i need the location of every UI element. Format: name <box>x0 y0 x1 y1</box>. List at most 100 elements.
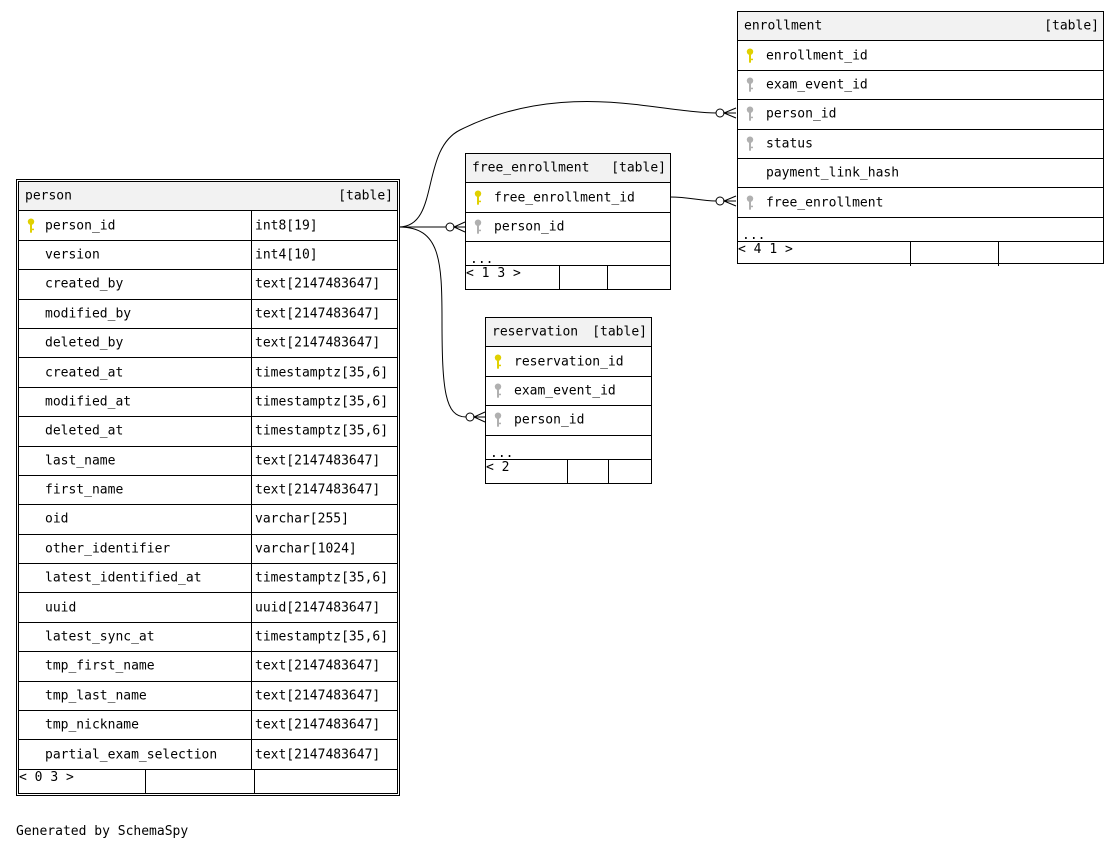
column-row[interactable]: tmp_first_name text[2147483647] <box>19 652 397 682</box>
column-row[interactable]: tmp_last_name text[2147483647] <box>19 681 397 712</box>
column-row[interactable]: oid varchar[255] <box>19 505 397 535</box>
column-name: created_at <box>45 365 124 381</box>
table-kind: [table] <box>611 160 666 176</box>
column-row[interactable]: deleted_by text[2147483647] <box>19 328 397 359</box>
primary-key-icon <box>486 347 506 375</box>
children-count[interactable]: 1 > <box>769 241 793 257</box>
column-name: latest_identified_at <box>45 570 202 586</box>
column-row[interactable]: free_enrollment_id <box>466 183 670 213</box>
column-name: tmp_first_name <box>45 658 155 674</box>
column-name: person_id <box>766 106 837 122</box>
table-name: reservation <box>492 324 579 340</box>
column-type: timestamptz[35,6] <box>255 394 389 410</box>
column-row[interactable]: other_identifier varchar[1024] <box>19 534 397 565</box>
parents-count[interactable]: < 0 <box>19 769 43 785</box>
table-footer: < 0 3 > <box>19 769 397 794</box>
column-type: varchar[1024] <box>255 541 357 557</box>
table-header[interactable]: enrollment [table] <box>738 12 1103 42</box>
table-footer: < 1 3 > <box>466 266 670 291</box>
link-person-enrollment <box>398 100 718 228</box>
column-type: text[2147483647] <box>255 688 381 704</box>
parents-count[interactable]: < 1 <box>466 266 490 282</box>
column-name: exam_event_id <box>766 77 868 93</box>
primary-key-icon <box>19 211 39 239</box>
table-kind: [table] <box>1044 18 1099 34</box>
primary-key-icon <box>466 183 486 211</box>
primary-key-icon <box>738 41 758 69</box>
free-enrollment-table[interactable]: free_enrollment [table] free_enrollment_… <box>465 153 671 291</box>
table-footer: < 2 <box>486 459 651 484</box>
column-name: latest_sync_at <box>45 629 155 645</box>
link-person-reservation <box>398 226 467 418</box>
column-name: exam_event_id <box>514 383 616 399</box>
column-type: timestamptz[35,6] <box>255 570 389 586</box>
parents-count[interactable]: < 2 <box>486 459 510 475</box>
column-type: text[2147483647] <box>255 335 381 351</box>
column-row[interactable]: enrollment_id <box>738 41 1103 71</box>
column-row[interactable]: free_enrollment <box>738 188 1103 218</box>
column-type: text[2147483647] <box>255 747 381 763</box>
generated-by-note: Generated by SchemaSpy <box>16 824 189 839</box>
column-row[interactable]: exam_event_id <box>738 71 1103 101</box>
table-name: enrollment <box>744 18 823 34</box>
column-name: deleted_by <box>45 335 124 351</box>
column-name: reservation_id <box>514 354 624 370</box>
column-type: text[2147483647] <box>255 658 381 674</box>
column-name: person_id <box>514 412 585 428</box>
table-header[interactable]: free_enrollment [table] <box>466 154 670 184</box>
column-type: timestamptz[35,6] <box>255 423 389 439</box>
children-count[interactable]: 3 > <box>497 266 521 282</box>
column-row[interactable]: version int4[10] <box>19 240 397 271</box>
column-name: uuid <box>45 600 77 616</box>
table-header[interactable]: person [table] <box>19 182 397 212</box>
children-count[interactable]: 3 > <box>50 769 74 785</box>
column-name: enrollment_id <box>766 48 868 64</box>
column-type: int4[10] <box>255 247 318 263</box>
column-name: oid <box>45 511 69 527</box>
column-type: text[2147483647] <box>255 717 381 733</box>
column-name: person_id <box>45 218 116 234</box>
column-row[interactable]: reservation_id <box>486 347 651 377</box>
table-name: person <box>25 188 72 204</box>
column-type: timestamptz[35,6] <box>255 365 389 381</box>
column-name: tmp_last_name <box>45 688 147 704</box>
column-row[interactable]: status <box>738 130 1103 159</box>
column-row[interactable]: person_id <box>486 406 651 436</box>
column-row[interactable]: exam_event_id <box>486 377 651 407</box>
column-row[interactable]: person_id <box>738 100 1103 130</box>
column-row[interactable]: created_by text[2147483647] <box>19 270 397 300</box>
column-name: created_by <box>45 276 124 292</box>
column-row[interactable]: person_id <box>466 213 670 243</box>
column-name: person_id <box>494 219 565 235</box>
column-type: text[2147483647] <box>255 276 381 292</box>
parents-count[interactable]: < 4 <box>738 241 762 257</box>
column-name: payment_link_hash <box>766 165 900 181</box>
column-row[interactable]: payment_link_hash <box>738 159 1103 189</box>
column-type: text[2147483647] <box>255 306 381 322</box>
reservation-table[interactable]: reservation [table] reservation_id exam_e… <box>485 317 652 484</box>
foreign-key-icon <box>486 377 506 405</box>
column-name: free_enrollment <box>766 195 884 211</box>
foreign-key-icon <box>738 188 758 216</box>
more-columns: ... <box>486 436 651 461</box>
enrollment-table[interactable]: enrollment [table] enrollment_id exam_eve… <box>737 11 1104 266</box>
column-name: version <box>45 247 100 263</box>
column-row[interactable]: latest_identified_at timestamptz[35,6] <box>19 564 397 594</box>
column-type: varchar[255] <box>255 511 349 527</box>
column-row[interactable]: created_at timestamptz[35,6] <box>19 358 397 388</box>
table-header[interactable]: reservation [table] <box>486 318 651 348</box>
foreign-key-icon <box>486 406 506 434</box>
column-type: text[2147483647] <box>255 453 381 469</box>
column-name: other_identifier <box>45 541 171 557</box>
